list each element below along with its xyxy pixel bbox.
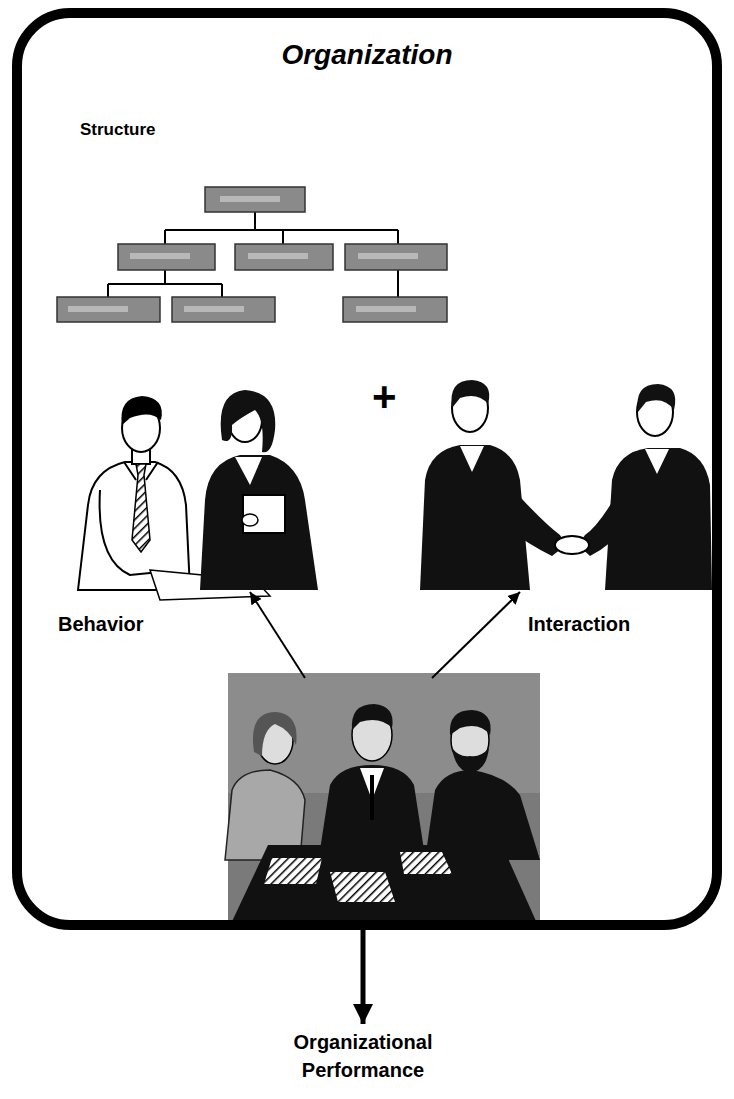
frame-heading: Organization [22, 38, 712, 72]
interaction-figures [420, 380, 712, 590]
org-chart [68, 196, 418, 312]
figure-label: Interaction [528, 612, 630, 636]
org-chart [57, 187, 447, 322]
org-chart [118, 244, 215, 270]
org-chart [248, 253, 308, 259]
org-chart [358, 253, 418, 259]
section-label: Structure [80, 120, 156, 140]
org-chart [108, 283, 222, 285]
org-chart [107, 284, 109, 297]
meeting-picture [370, 775, 374, 820]
pointer-arrows [432, 592, 520, 678]
org-chart [345, 244, 447, 270]
meeting-picture [450, 710, 491, 735]
org-chart [254, 212, 256, 230]
interaction-figures [460, 446, 484, 472]
org-chart [164, 230, 166, 244]
behavior-figures [121, 396, 161, 425]
org-chart [68, 306, 128, 312]
behavior-figures [124, 462, 158, 480]
meeting-picture [400, 852, 452, 874]
behavior-figures [100, 490, 160, 575]
org-chart [221, 284, 223, 297]
interaction-figures [645, 449, 669, 474]
org-chart [235, 244, 333, 270]
meeting-picture [452, 748, 489, 772]
org-chart [165, 229, 398, 231]
org-chart [130, 253, 190, 259]
behavior-figures [242, 514, 258, 526]
plus-sign: + [372, 372, 397, 422]
behavior-figures [200, 455, 318, 590]
behavior-figures [78, 390, 318, 600]
outcome-text: Organizational Performance [273, 1028, 453, 1084]
outcome-box: Organizational Performance [273, 1028, 453, 1086]
org-chart [282, 230, 284, 244]
org-chart [397, 230, 399, 244]
behavior-figures [221, 390, 276, 452]
behavior-figures [78, 462, 190, 590]
interaction-figures [555, 536, 589, 554]
meeting-picture [330, 872, 395, 902]
behavior-figures [235, 457, 262, 485]
flow-arrow [361, 930, 366, 1024]
org-chart [356, 306, 416, 312]
behavior-figures [243, 495, 285, 533]
figure-label: Behavior [58, 612, 144, 636]
meeting-picture [228, 845, 540, 930]
organization-frame: Organization [12, 8, 722, 930]
org-chart [172, 297, 275, 322]
org-chart [57, 187, 447, 322]
meeting-picture [352, 704, 393, 730]
pointer-arrows [250, 592, 520, 678]
org-chart [57, 297, 160, 322]
meeting-picture [264, 858, 322, 884]
org-chart [220, 196, 280, 202]
meeting-picture [225, 673, 540, 930]
org-chart [397, 270, 399, 297]
org-chart [164, 270, 166, 284]
org-chart [205, 187, 305, 212]
org-chart [343, 297, 447, 322]
org-chart [184, 306, 244, 312]
interaction-figures [637, 384, 675, 412]
meeting-picture [320, 765, 424, 850]
interaction-figures [451, 380, 489, 408]
pointer-arrows [250, 592, 305, 678]
meeting-picture [253, 712, 297, 756]
